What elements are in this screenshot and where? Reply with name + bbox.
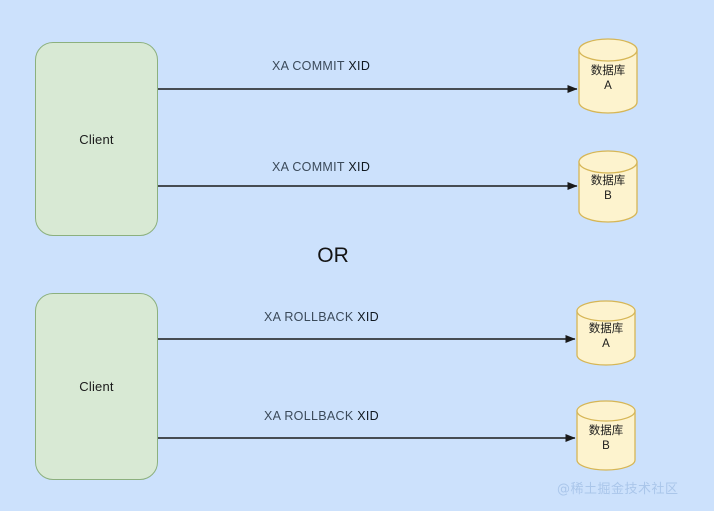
edge-command: XA ROLLBACK bbox=[264, 310, 354, 324]
or-divider-label: OR bbox=[317, 244, 349, 267]
edge-label-commit-b: XA COMMIT XID bbox=[272, 160, 370, 174]
database-node-b-rollback[interactable]: 数据库 B bbox=[576, 400, 636, 471]
edge-argument: XID bbox=[357, 409, 379, 423]
edge-argument: XID bbox=[348, 160, 371, 174]
database-node-a-rollback[interactable]: 数据库 A bbox=[576, 300, 636, 366]
edge-label-commit-a: XA COMMIT XID bbox=[272, 59, 370, 73]
watermark-text: @稀土掘金技术社区 bbox=[557, 482, 679, 497]
database-node-a-commit[interactable]: 数据库 A bbox=[578, 38, 638, 114]
edge-command: XA ROLLBACK bbox=[264, 409, 354, 423]
edge-label-rollback-b: XA ROLLBACK XID bbox=[264, 409, 379, 423]
database-node-b-commit[interactable]: 数据库 B bbox=[578, 150, 638, 223]
edge-argument: XID bbox=[357, 310, 379, 324]
edge-command: XA COMMIT bbox=[272, 160, 345, 174]
client-label: Client bbox=[79, 131, 114, 147]
edge-label-rollback-a: XA ROLLBACK XID bbox=[264, 310, 379, 324]
client-node-rollback[interactable]: Client bbox=[35, 293, 158, 480]
edge-command: XA COMMIT bbox=[272, 59, 345, 73]
client-label: Client bbox=[79, 379, 114, 394]
edge-argument: XID bbox=[348, 59, 371, 73]
client-node-commit[interactable]: Client bbox=[35, 42, 158, 236]
